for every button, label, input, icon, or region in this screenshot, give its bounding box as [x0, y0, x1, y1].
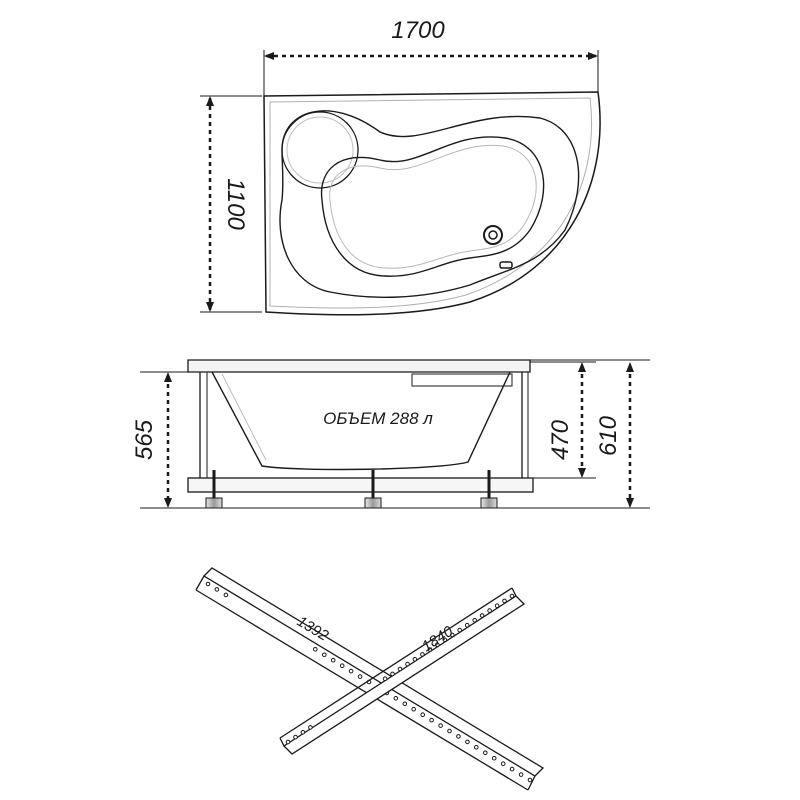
- width-dim-label: 1700: [391, 17, 445, 44]
- mounting-hole: [420, 652, 425, 657]
- depth-dimension: 1100: [200, 95, 262, 313]
- bathtub-bowl-inner: [320, 136, 545, 277]
- mounting-hole: [412, 657, 418, 662]
- mounting-hole: [450, 632, 455, 638]
- mounting-hole: [435, 642, 440, 648]
- mounting-hole: [293, 734, 298, 740]
- mounting-hole: [214, 587, 220, 592]
- mounting-hole: [491, 755, 497, 761]
- bathtub-rim-outline: [263, 91, 601, 316]
- mounting-hole: [357, 674, 363, 679]
- mounting-hole: [330, 657, 336, 663]
- mounting-hole: [500, 761, 506, 767]
- mounting-hole: [382, 676, 388, 682]
- mounting-hole: [456, 734, 461, 739]
- frame-view: 1392 1840: [195, 567, 545, 791]
- mounting-hole: [494, 603, 500, 609]
- mounting-hole: [429, 717, 434, 723]
- mounting-hole: [509, 766, 515, 772]
- mounting-hole: [447, 728, 452, 734]
- mounting-hole: [300, 730, 306, 735]
- overflow: [499, 261, 513, 269]
- height-total-label: 610: [595, 415, 622, 456]
- frame-beam-1840: 1840: [279, 587, 526, 755]
- mounting-hole: [483, 750, 488, 756]
- mounting-hole: [474, 745, 479, 750]
- mounting-hole: [438, 723, 443, 728]
- mounting-hole: [457, 627, 463, 633]
- mounting-hole: [442, 637, 448, 643]
- mounting-hole: [308, 725, 313, 730]
- height-left-dimension: 565: [131, 371, 200, 508]
- mounting-hole: [285, 739, 291, 745]
- mounting-hole: [223, 592, 229, 598]
- mounting-hole: [402, 701, 408, 707]
- height-inner-dimension: 470: [530, 361, 596, 479]
- depth-dim-label: 1100: [222, 178, 249, 230]
- mounting-hole: [420, 712, 426, 718]
- drain: [483, 225, 503, 245]
- bathtub-body-side: [211, 371, 511, 471]
- mounting-hole: [509, 593, 515, 599]
- mounting-hole: [322, 652, 327, 658]
- mounting-hole: [339, 663, 345, 669]
- mounting-hole: [405, 661, 410, 667]
- headrest: [281, 111, 359, 189]
- mounting-hole: [472, 618, 478, 623]
- mounting-hole: [465, 739, 470, 745]
- mounting-hole: [527, 777, 533, 783]
- mounting-hole: [464, 622, 470, 628]
- mounting-hole: [479, 613, 485, 618]
- bathtub-rim-side: [187, 359, 531, 373]
- mounting-hole: [487, 608, 492, 613]
- side-view: ОБЪЕМ 288 л 565 470 610: [131, 359, 650, 509]
- height-left-label: 565: [131, 419, 158, 460]
- height-inner-label: 470: [547, 419, 574, 460]
- mounting-hole: [205, 581, 211, 587]
- mounting-hole: [393, 696, 399, 701]
- top-view: 1700 1100: [200, 17, 601, 316]
- width-dimension: 1700: [263, 17, 599, 96]
- mounting-hole: [411, 706, 417, 712]
- volume-label: ОБЪЕМ 288 л: [323, 409, 433, 428]
- mounting-hole: [518, 772, 524, 777]
- mounting-hole: [502, 598, 507, 604]
- mounting-hole: [348, 668, 354, 674]
- mounting-hole: [390, 671, 395, 677]
- base-frame: [187, 477, 534, 493]
- mounting-hole: [397, 666, 403, 672]
- bathtub-bowl-outer: [279, 110, 580, 299]
- height-total-dimension: 610: [595, 362, 634, 508]
- mounting-hole: [313, 647, 318, 652]
- mounting-hole: [427, 647, 433, 652]
